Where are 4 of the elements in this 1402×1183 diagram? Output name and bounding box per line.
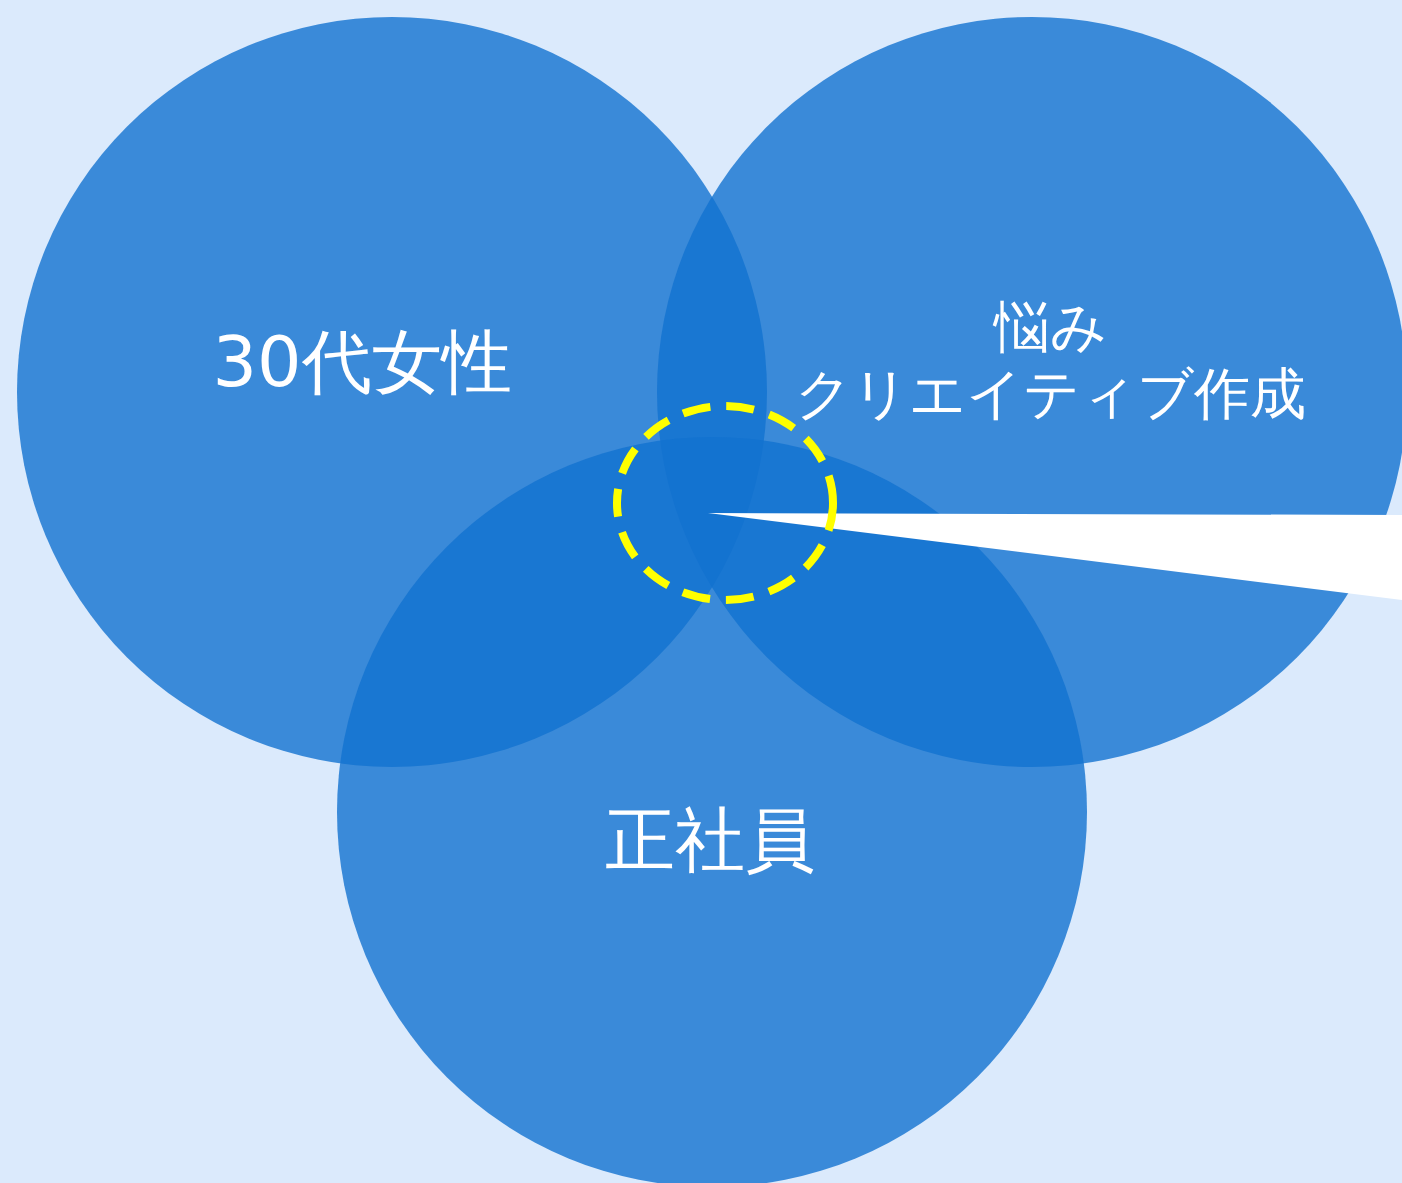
circle-label: クリエイティブ作成: [794, 360, 1306, 428]
circle-label: 30代女性: [212, 320, 512, 404]
circle-label: 正社員: [605, 798, 815, 882]
circle-label: 悩み: [992, 292, 1108, 360]
